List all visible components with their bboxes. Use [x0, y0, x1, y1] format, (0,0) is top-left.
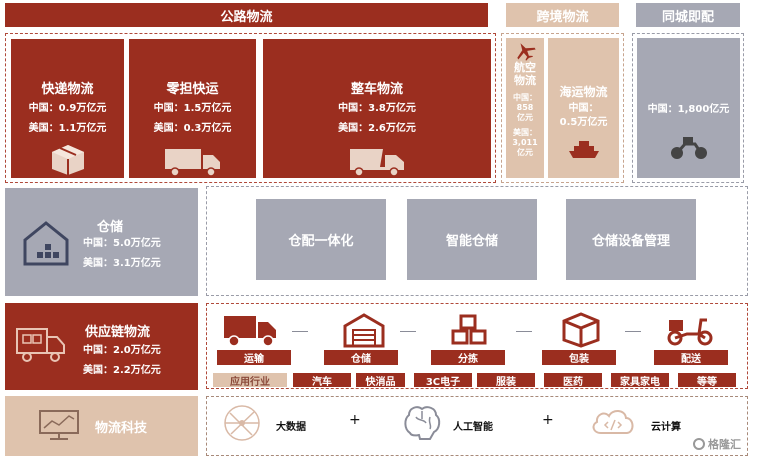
network-icon: [224, 405, 260, 441]
brain-icon: [404, 406, 441, 440]
supply-title: 供应链物流: [85, 325, 151, 340]
feature-equipment-mgmt: 仓储设备管理: [566, 199, 696, 280]
warehouse-title: 仓储: [97, 220, 124, 235]
air-us-3: 亿元: [517, 148, 533, 157]
step-packaging: 包装: [542, 350, 616, 365]
step-transport: 运输: [217, 350, 291, 365]
air-china-3: 亿元: [517, 113, 533, 122]
city-china: 中国：1,800亿元: [647, 104, 730, 115]
ftl-logistics-box: 整车物流 中国：3.8万亿元 美国：2.6万亿元: [263, 39, 491, 178]
truck-icon: [164, 149, 220, 177]
step-delivery: 配送: [654, 350, 728, 365]
scooter-icon: [667, 318, 713, 346]
airplane-icon: [517, 43, 536, 61]
motorcycle-icon: [670, 137, 707, 159]
industry-furniture: 家具家电: [611, 373, 669, 388]
supply-chain-steps-group: [206, 303, 748, 389]
air-us-1: 美国：: [513, 128, 537, 137]
ftl-title: 整车物流: [350, 82, 403, 97]
cross-border-group: [501, 33, 624, 183]
header-same-city: 同城即配: [636, 3, 740, 27]
industry-fmcg: 快消品: [356, 373, 405, 388]
express-china: 中国：0.9万亿元: [28, 103, 107, 114]
sea-freight-box: 海运物流 中国： 0.5万亿元: [548, 38, 619, 178]
industry-apparel: 服装: [477, 373, 535, 388]
header-cross-border: 跨境物流: [506, 3, 619, 27]
industry-header: 应用行业: [213, 373, 287, 388]
cloud-icon: [592, 410, 634, 434]
logistics-tech-box: 物流科技: [5, 396, 198, 456]
warehouse-box: 仓储 中国：5.0万亿元 美国：3.1万亿元: [5, 188, 198, 296]
supply-us: 美国：2.2万亿元: [83, 365, 161, 376]
watermark-logo-icon: [693, 438, 705, 450]
air-title-2: 物流: [514, 74, 536, 87]
plus-sign: +: [542, 412, 554, 428]
supply-chain-box: 供应链物流 中国：2.0万亿元 美国：2.2万亿元: [5, 303, 198, 390]
transport-truck-icon: [224, 316, 276, 347]
tech-ai: 人工智能: [453, 422, 493, 433]
watermark: 格隆汇: [693, 436, 741, 452]
air-freight-box: 航空 物流 中国： 858 亿元 美国： 3,011 亿元: [506, 38, 544, 178]
ltl-title: 零担快运: [166, 82, 219, 97]
warehouse-building-icon: [343, 313, 385, 348]
tech-title: 物流科技: [95, 421, 148, 436]
step-connector: [400, 331, 416, 332]
plus-sign: +: [349, 412, 361, 428]
warehouse-features-group: [206, 186, 748, 296]
air-us-2: 3,011: [512, 138, 538, 147]
step-connector: [625, 331, 641, 332]
ltl-us: 美国：0.3万亿元: [153, 123, 232, 134]
watermark-text: 格隆汇: [708, 438, 741, 451]
ship-icon: [568, 141, 599, 158]
warehouse-icon: [23, 221, 69, 266]
industry-3c: 3C电子: [414, 373, 472, 388]
industry-pharma: 医药: [544, 373, 602, 388]
step-connector: [516, 331, 532, 332]
supply-china: 中国：2.0万亿元: [83, 345, 161, 356]
express-title: 快递物流: [41, 82, 94, 97]
warehouse-china: 中国：5.0万亿元: [83, 238, 161, 249]
express-logistics-box: 快递物流 中国：0.9万亿元 美国：1.1万亿元: [11, 39, 124, 178]
package-box-icon: [562, 312, 600, 348]
tech-big-data: 大数据: [276, 422, 306, 433]
ltl-freight-box: 零担快运 中国：1.5万亿元 美国：0.3万亿元: [129, 39, 256, 178]
tech-items-group: [206, 396, 748, 456]
monitor-chart-icon: [39, 410, 79, 440]
road-logistics-group: [5, 33, 496, 183]
sea-china: 中国：: [568, 103, 599, 114]
sorting-boxes-icon: [451, 314, 487, 345]
ftl-china: 中国：3.8万亿元: [338, 103, 416, 114]
sea-value: 0.5万亿元: [559, 117, 608, 128]
dump-truck-icon: [350, 149, 404, 177]
air-china-2: 858: [516, 103, 534, 112]
feature-smart-warehouse: 智能仓储: [407, 199, 537, 280]
industry-auto: 汽车: [293, 373, 351, 388]
same-city-group: [632, 33, 744, 183]
air-title-1: 航空: [514, 61, 536, 74]
step-sorting: 分拣: [431, 350, 505, 365]
same-city-box: 中国：1,800亿元: [637, 38, 740, 178]
package-icon: [51, 145, 84, 175]
sea-title: 海运物流: [559, 85, 608, 99]
ftl-us: 美国：2.6万亿元: [338, 123, 416, 134]
delivery-truck-icon: [16, 328, 65, 362]
feature-integrated: 仓配一体化: [256, 199, 386, 280]
step-warehousing: 仓储: [324, 350, 398, 365]
express-us: 美国：1.1万亿元: [28, 123, 107, 134]
air-china-1: 中国：: [513, 93, 537, 102]
warehouse-us: 美国：3.1万亿元: [83, 258, 161, 269]
ltl-china: 中国：1.5万亿元: [153, 103, 232, 114]
industry-etc: 等等: [678, 373, 736, 388]
header-road-logistics: 公路物流: [5, 3, 488, 27]
step-connector: [292, 331, 308, 332]
tech-cloud: 云计算: [651, 422, 681, 433]
